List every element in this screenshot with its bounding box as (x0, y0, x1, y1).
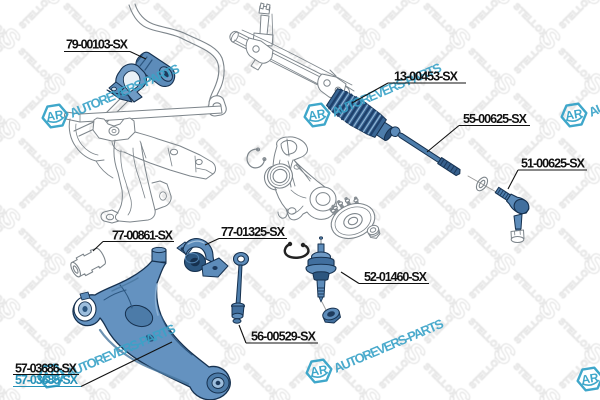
svg-text:13-00453-SX: 13-00453-SX (394, 70, 459, 84)
svg-text:57-03685-SX: 57-03685-SX (15, 373, 79, 387)
svg-text:55-00625-SX: 55-00625-SX (463, 112, 528, 126)
svg-text:77-00861-SX: 77-00861-SX (112, 229, 174, 243)
svg-text:79-00103-SX: 79-00103-SX (66, 38, 129, 52)
svg-text:56-00529-SX: 56-00529-SX (251, 330, 317, 344)
svg-text:77-01325-SX: 77-01325-SX (221, 225, 286, 239)
svg-text:57-03686-SX: 57-03686-SX (15, 362, 78, 376)
svg-text:52-01460-SX: 52-01460-SX (364, 270, 428, 284)
svg-text:51-00625-SX: 51-00625-SX (521, 157, 586, 171)
